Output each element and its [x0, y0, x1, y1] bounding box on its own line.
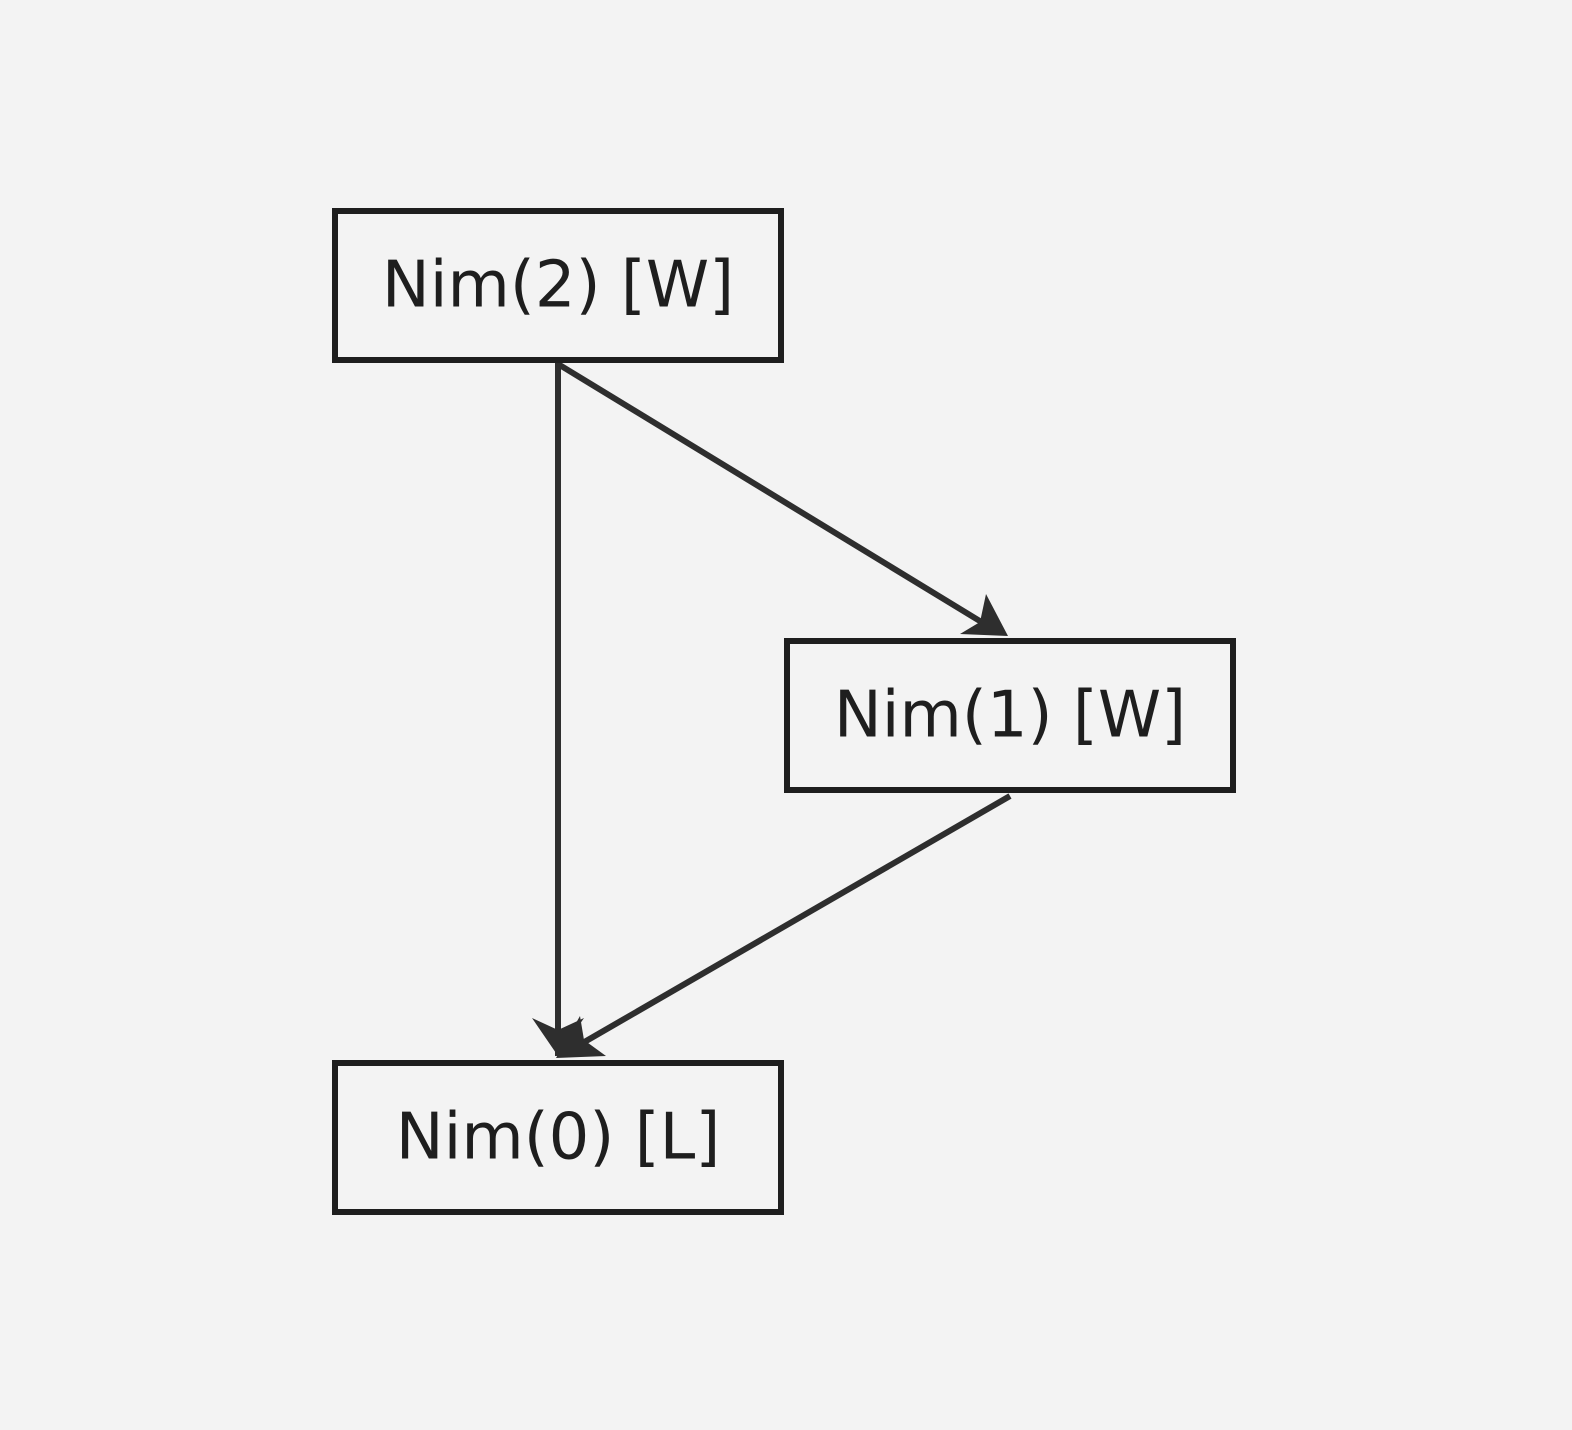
arrowhead-nim2-to-nim1	[960, 594, 1008, 636]
node-box	[332, 1060, 784, 1215]
arrowhead-nim2-to-nim0	[532, 1018, 584, 1056]
node-box	[784, 638, 1236, 793]
node-nim0[interactable]: Nim(0) [L]	[332, 1060, 784, 1215]
edge-nim2-to-nim1[interactable]	[556, 361, 990, 629]
node-label: Nim(2) [W]	[382, 249, 734, 323]
node-nim2[interactable]: Nim(2) [W]	[332, 208, 784, 363]
node-box	[332, 208, 784, 363]
edges	[532, 361, 1012, 1058]
edge-nim1-to-nim0[interactable]	[572, 793, 1012, 1051]
arrowhead-nim1-to-nim0	[556, 1016, 606, 1058]
node-label: Nim(1) [W]	[834, 679, 1186, 753]
node-label: Nim(0) [L]	[396, 1101, 721, 1175]
node-nim1[interactable]: Nim(1) [W]	[784, 638, 1236, 793]
